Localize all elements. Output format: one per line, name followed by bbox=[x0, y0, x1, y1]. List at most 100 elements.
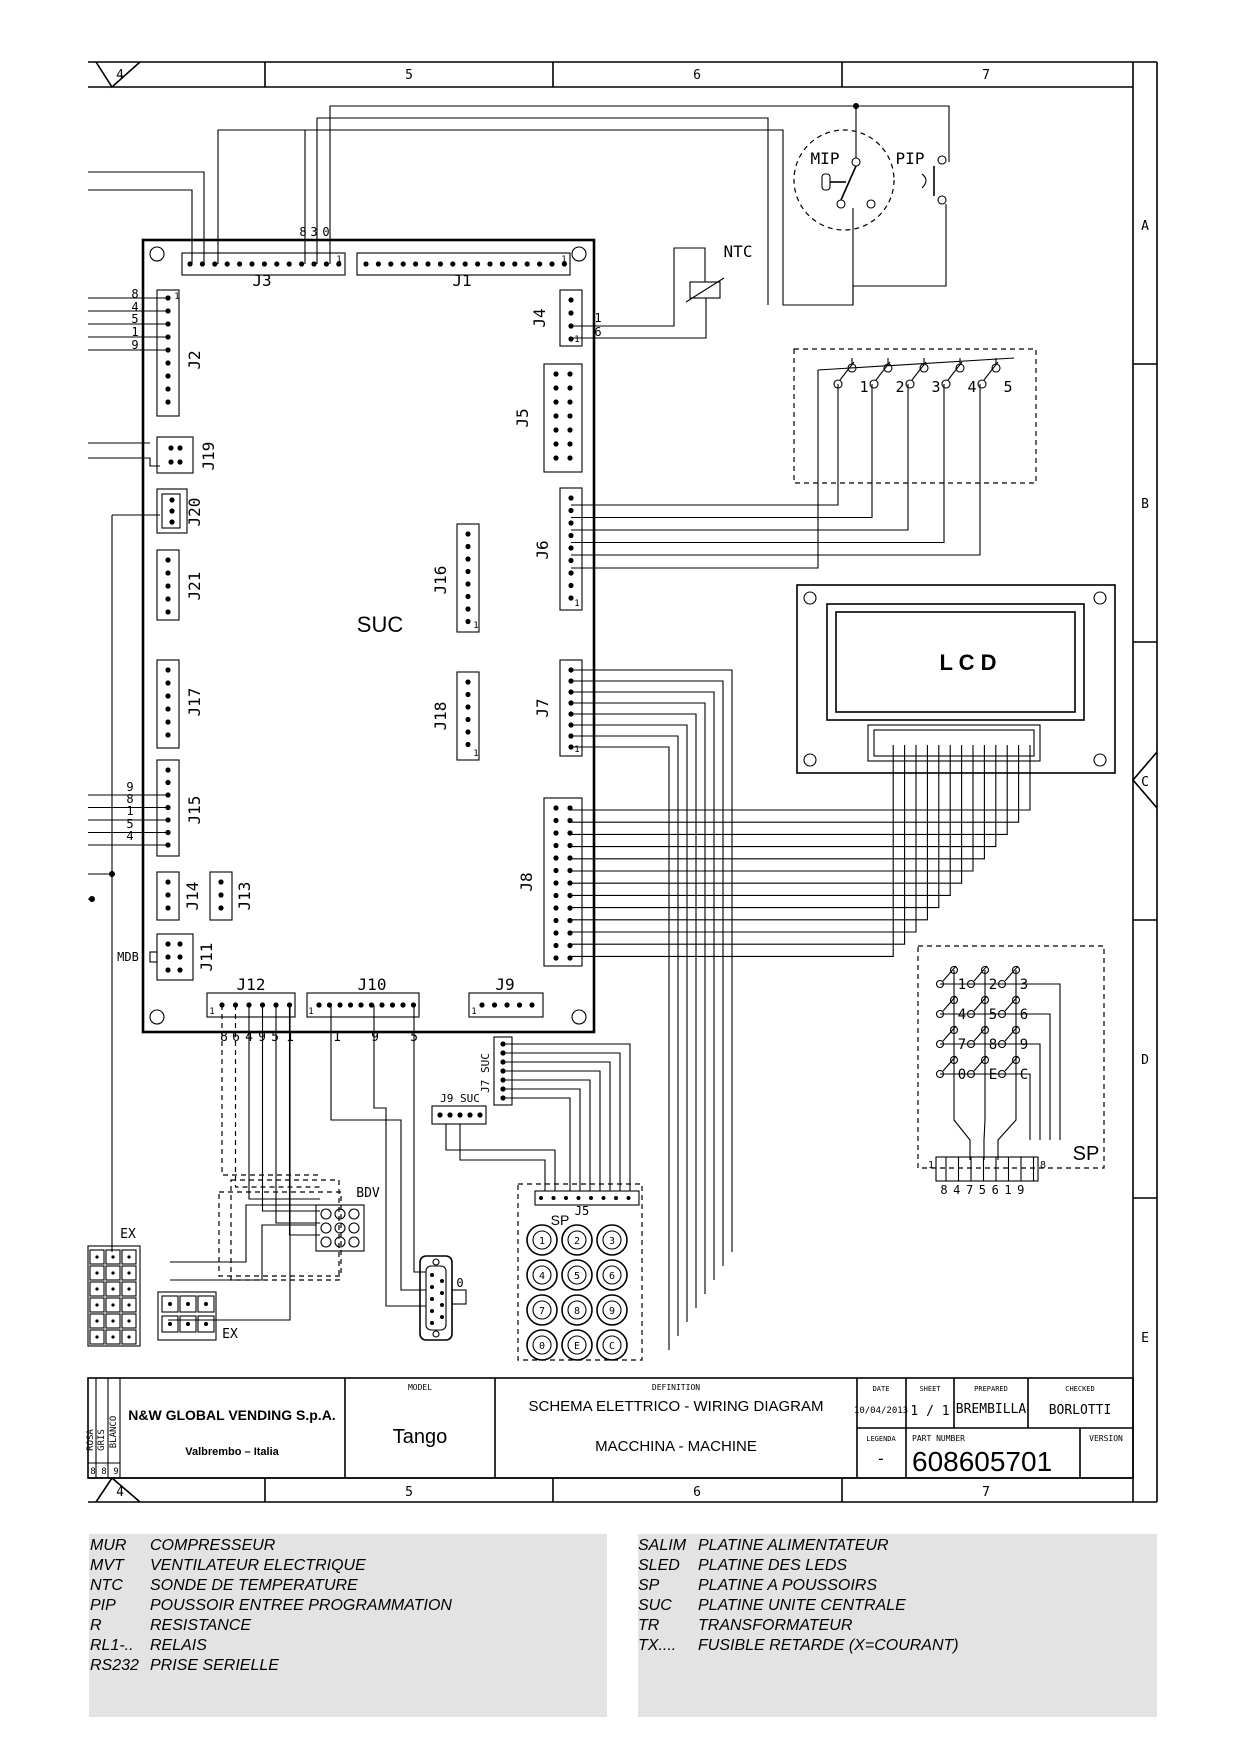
connector-j13: J13 bbox=[209, 871, 254, 921]
lcd-display: L C D bbox=[796, 584, 1116, 774]
switch-lever bbox=[911, 361, 927, 381]
connector-j3: J3 8 3 0 1 bbox=[181, 225, 346, 290]
pin bbox=[165, 386, 171, 392]
wire bbox=[316, 117, 769, 305]
pin-label: 7 bbox=[958, 1037, 966, 1053]
pin bbox=[368, 1002, 375, 1008]
bdv-pin bbox=[334, 1208, 346, 1220]
pin bbox=[95, 1319, 99, 1323]
switch-lever bbox=[839, 361, 855, 381]
connector-label: J15 bbox=[185, 796, 204, 825]
sp-button bbox=[561, 1294, 593, 1326]
pin-label: 7 bbox=[966, 1183, 973, 1197]
pin bbox=[430, 1321, 434, 1325]
wire bbox=[571, 745, 951, 896]
wire bbox=[88, 189, 193, 264]
pin-label: 1 bbox=[1004, 1183, 1011, 1197]
ex-cell bbox=[121, 1313, 137, 1329]
pin bbox=[165, 892, 171, 898]
pin bbox=[568, 336, 574, 342]
wire bbox=[940, 1013, 1051, 1140]
pin bbox=[568, 495, 574, 501]
pin-label: 1 bbox=[126, 804, 133, 818]
connector-label: J5 bbox=[513, 408, 532, 427]
legend-description: COMPRESSEUR bbox=[150, 1537, 276, 1554]
legend-description: PLATINE A POUSSOIRS bbox=[698, 1577, 878, 1594]
ex-cell bbox=[89, 1329, 105, 1345]
connector-label: J1 bbox=[452, 271, 471, 290]
mounting-hole bbox=[149, 1009, 165, 1025]
pin bbox=[165, 609, 171, 615]
pin-label: 1 bbox=[539, 1236, 545, 1247]
pin bbox=[375, 261, 381, 267]
color-code-number: 8 bbox=[90, 1467, 95, 1477]
wire bbox=[852, 204, 947, 305]
pin bbox=[568, 310, 574, 316]
pin bbox=[95, 1271, 99, 1275]
wire bbox=[940, 983, 1061, 1140]
pin-label: 0 bbox=[539, 1341, 545, 1352]
sp-keyboard-label: SP bbox=[551, 1212, 570, 1228]
legend-description: VENTILATEUR ELECTRIQUE bbox=[150, 1557, 366, 1574]
pin bbox=[553, 930, 559, 936]
key-contact bbox=[935, 1009, 945, 1019]
pin bbox=[551, 1196, 556, 1200]
pin bbox=[567, 385, 573, 391]
pin bbox=[224, 261, 230, 267]
pin bbox=[447, 1112, 453, 1118]
legend-code: SALIM bbox=[638, 1537, 687, 1554]
sp-button bbox=[596, 1259, 628, 1291]
ex-cell bbox=[89, 1281, 105, 1297]
pin bbox=[465, 704, 471, 710]
ex-pin-grid bbox=[89, 1249, 215, 1345]
pin bbox=[127, 1319, 131, 1323]
pin bbox=[568, 507, 574, 514]
row-label: B bbox=[1141, 497, 1149, 512]
mounting-hole bbox=[571, 246, 587, 262]
switch-contact bbox=[869, 379, 879, 389]
pin bbox=[168, 459, 174, 465]
bdv-pin bbox=[348, 1208, 360, 1220]
pin bbox=[358, 1002, 364, 1008]
pin bbox=[504, 1002, 510, 1008]
ex-cell bbox=[121, 1281, 137, 1297]
checked-caption: CHECKED bbox=[1065, 1385, 1095, 1393]
pin bbox=[567, 371, 573, 377]
pin bbox=[165, 706, 171, 712]
pin bbox=[567, 892, 573, 899]
pin-label: 8 bbox=[126, 792, 133, 806]
pin-label: 4 bbox=[131, 300, 138, 314]
pin bbox=[169, 508, 175, 514]
wire bbox=[571, 735, 679, 1336]
key-lever bbox=[1004, 1055, 1019, 1072]
mdb-label: MDB bbox=[117, 950, 139, 964]
legend-description: PLATINE UNITE CENTRALE bbox=[698, 1597, 906, 1614]
ex-cell bbox=[161, 1295, 179, 1313]
pin bbox=[425, 261, 431, 267]
wire bbox=[571, 680, 724, 1266]
ex-cell bbox=[89, 1265, 105, 1281]
wire bbox=[248, 1005, 320, 1200]
wire bbox=[571, 384, 981, 556]
pin-label: 4 bbox=[958, 1007, 966, 1023]
wire bbox=[983, 970, 986, 1160]
pin bbox=[168, 445, 174, 451]
pin-label: 1 bbox=[958, 977, 966, 993]
key-contact bbox=[966, 1069, 976, 1079]
sp-button bbox=[526, 1294, 558, 1326]
legend-description: SONDE DE TEMPERATURE bbox=[150, 1577, 358, 1594]
bdv-pin bbox=[348, 1236, 360, 1248]
pin-label: 9 bbox=[1017, 1183, 1024, 1197]
pin bbox=[89, 896, 95, 902]
pin-label: 6 bbox=[232, 1030, 240, 1045]
wire bbox=[817, 357, 1015, 371]
model-caption: MODEL bbox=[408, 1383, 432, 1392]
pin-label: 3 bbox=[310, 225, 317, 239]
connector-label: J14 bbox=[183, 882, 202, 911]
ex-label: EX bbox=[120, 1227, 136, 1242]
row-label: D bbox=[1141, 1053, 1149, 1068]
connector-j12: J12 1 8 6 4 9 5 1 bbox=[206, 975, 296, 1045]
wire bbox=[571, 384, 945, 544]
pin bbox=[537, 261, 543, 267]
